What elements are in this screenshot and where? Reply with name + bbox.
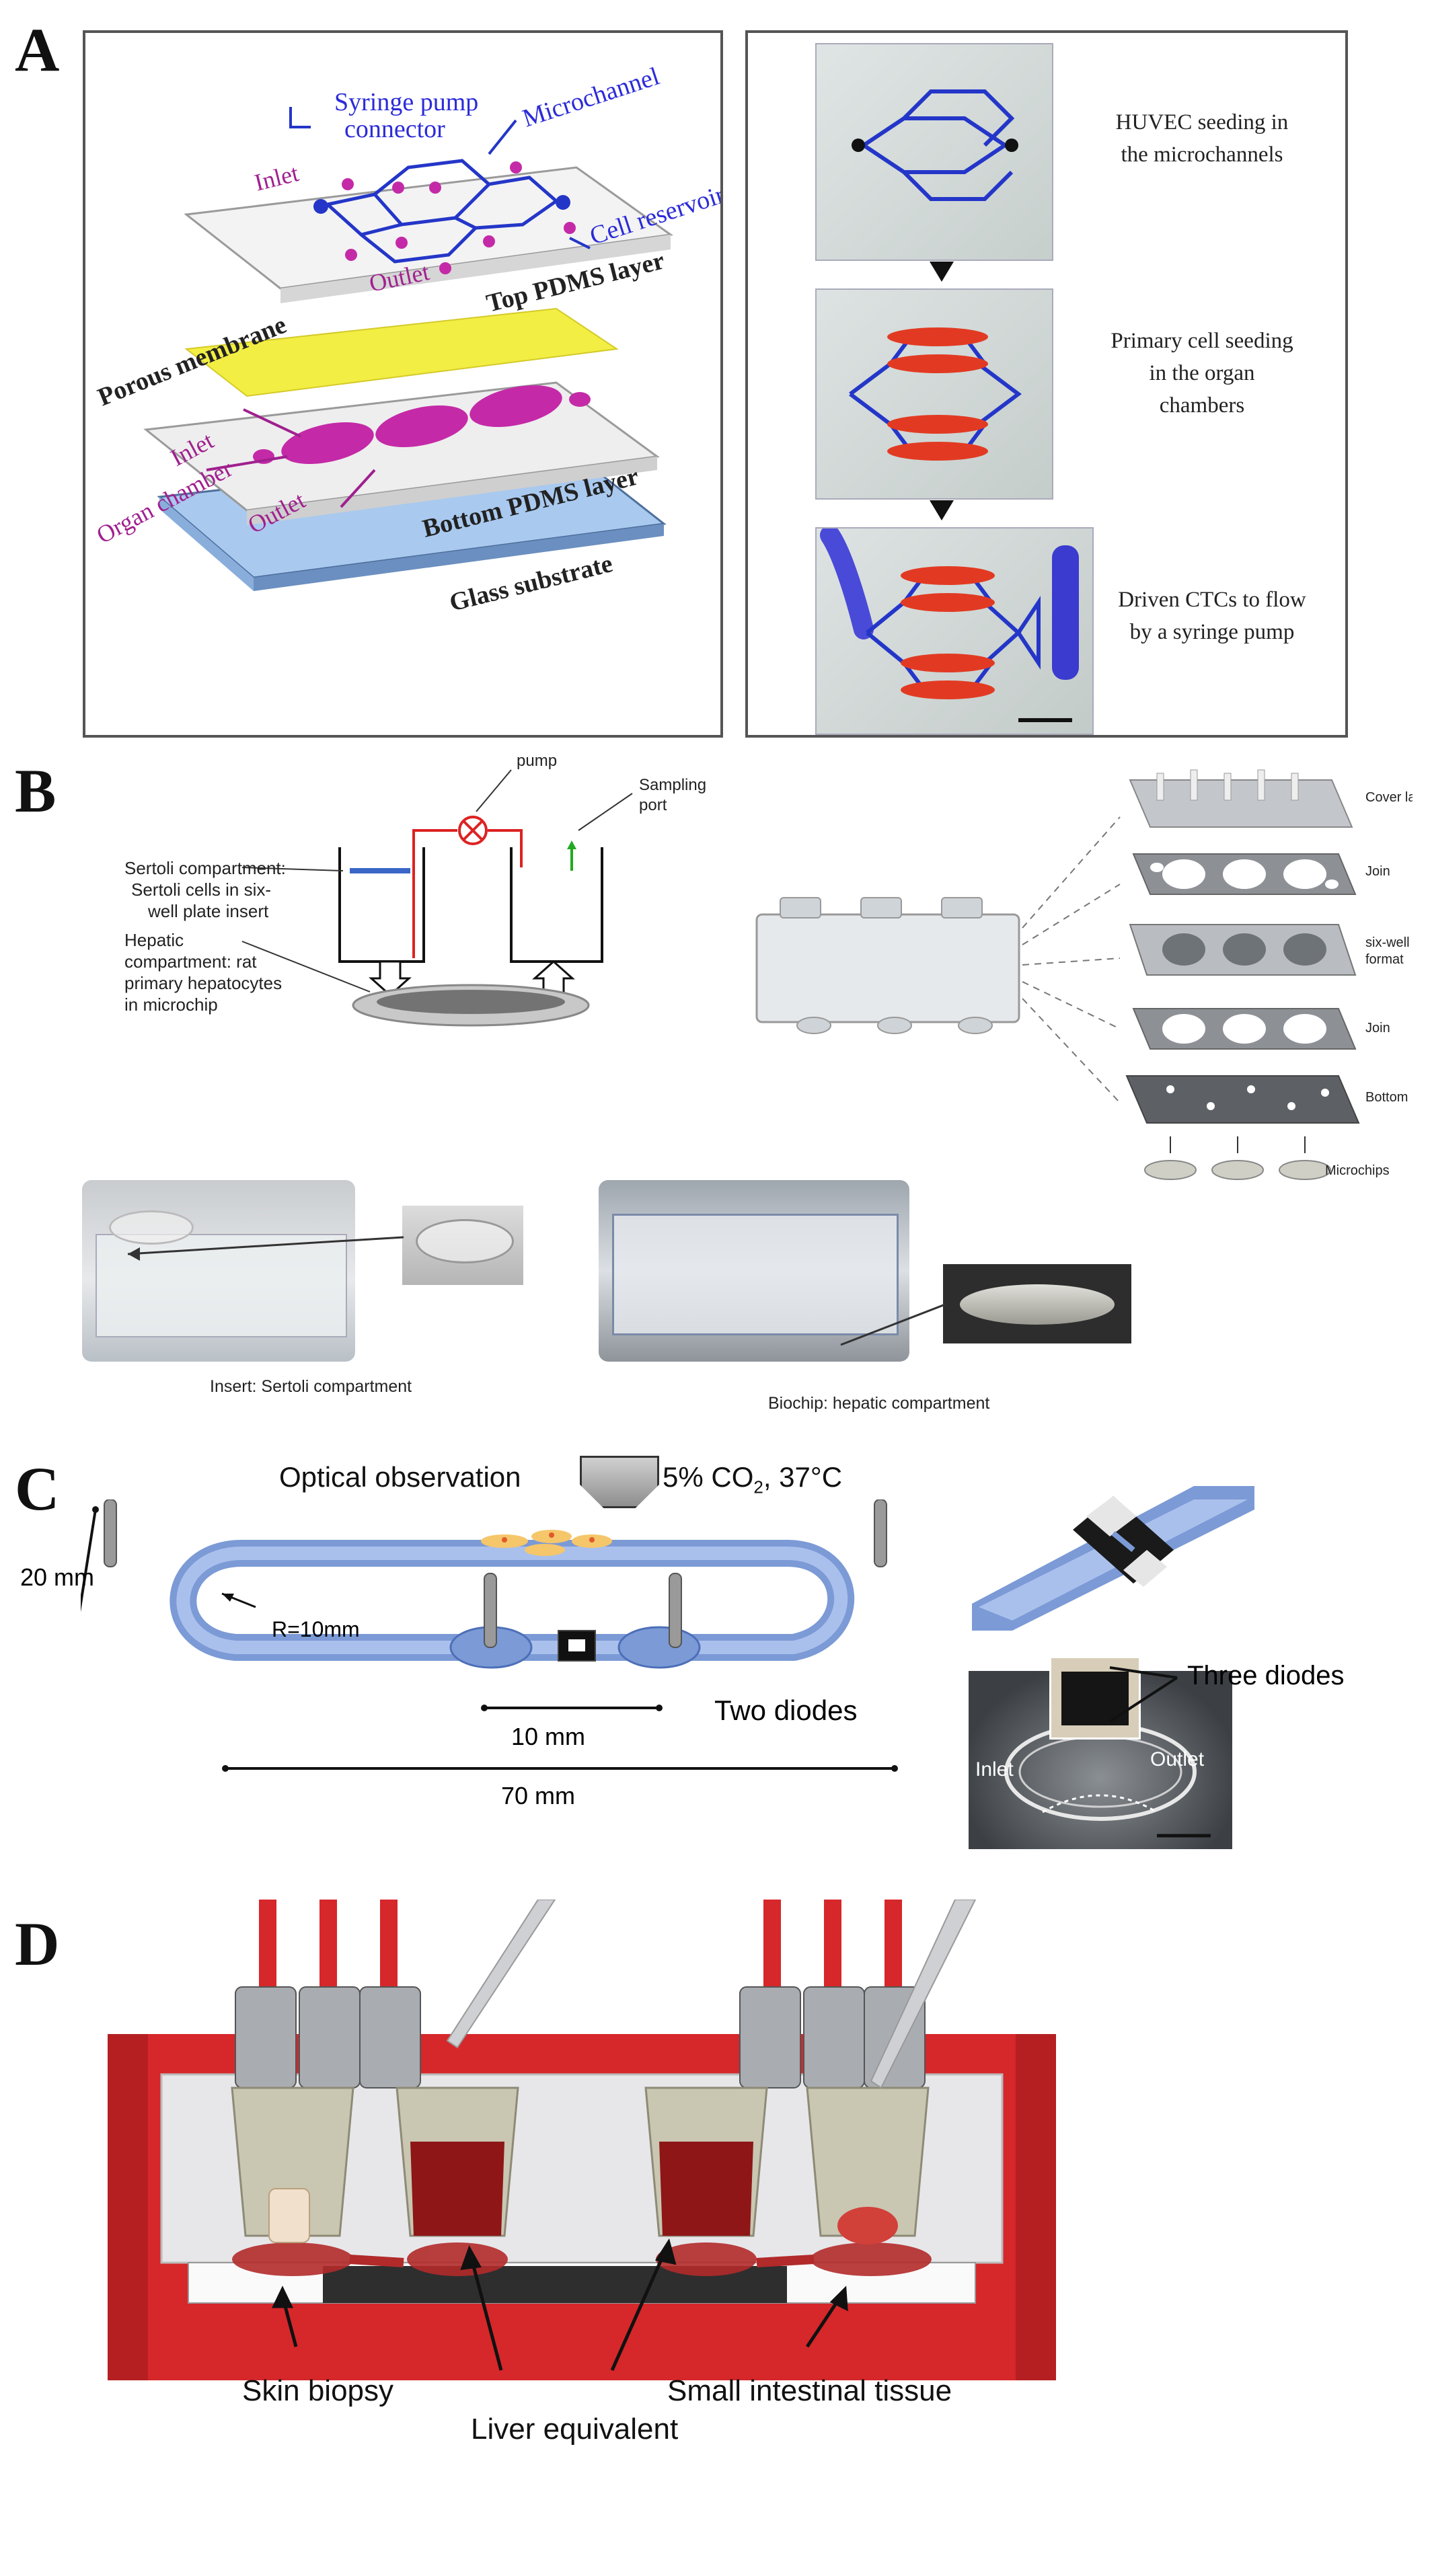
panel-d-multiorgan-chip: [108, 1900, 1056, 2380]
label-70mm: 70 mm: [501, 1782, 576, 1809]
label-chip-outlet: Outlet: [1150, 1748, 1205, 1770]
caption-biochip: Biochip: hepatic compartment: [768, 1394, 990, 1413]
label-microchannel: Microchannel: [519, 62, 663, 132]
intestinal-tissue: [837, 2207, 898, 2245]
label-two-diodes: Two diodes: [714, 1694, 858, 1726]
label-hepatic-2: compartment: rat: [124, 951, 257, 972]
panel-letter-b: B: [15, 756, 57, 825]
six-well-box: [1129, 924, 1357, 976]
label-20mm: 20 mm: [20, 1563, 95, 1591]
photo-insert-closeup: [402, 1206, 523, 1285]
label-sertoli-2: Sertoli cells in six-: [131, 880, 271, 900]
caption-insert: Insert: Sertoli compartment: [210, 1377, 412, 1396]
label-syringe-connector: connector: [344, 115, 445, 143]
chip-photo-huvec: [815, 43, 1053, 261]
panel-letter-d: D: [15, 1910, 60, 1978]
cover-layer: [1129, 769, 1353, 828]
chip-photo-primary-cells: [815, 288, 1053, 500]
chip-channels-blue: [852, 89, 1018, 201]
bottom-layer: [1125, 1075, 1360, 1124]
label-hepatic-3: primary hepatocytes: [124, 973, 282, 993]
label-small-intestinal-tissue: Small intestinal tissue: [667, 2374, 952, 2407]
label-chip-inlet: Inlet: [975, 1758, 1014, 1781]
panel-letter-a: A: [15, 15, 60, 84]
label-radius: R=10mm: [272, 1617, 360, 1641]
panel-b-assembly: Cover layer Join six-well box format Joi…: [755, 769, 1413, 1180]
label-skin-biopsy: Skin biopsy: [242, 2374, 394, 2407]
label-syringe-pump: Syringe pump: [334, 88, 478, 116]
label-pump: pump: [517, 752, 557, 770]
panel-a-exploded-view: Syringe pump connector Microchannel Inle…: [83, 30, 723, 738]
porous-membrane: [184, 307, 619, 397]
label-six-well: six-well box: [1365, 935, 1413, 950]
exploded-layer-diagram: Syringe pump connector Microchannel Inle…: [92, 62, 720, 617]
label-liver-equivalent: Liver equivalent: [471, 2413, 679, 2446]
panel-b-schematic: pump Sampling port Sertoli compartment: …: [124, 752, 706, 1027]
label-cover-layer: Cover layer: [1365, 790, 1413, 805]
label-join-2: Join: [1365, 1021, 1390, 1036]
microchannel-network: [326, 159, 558, 264]
join-layer-top: [1132, 853, 1357, 895]
step-arrow-1: [930, 262, 954, 282]
photo-biochip-closeup: [943, 1264, 1131, 1343]
label-sertoli-3: well plate insert: [147, 901, 269, 921]
photo-biochip-device: [599, 1180, 909, 1362]
label-optical-observation: Optical observation: [279, 1461, 521, 1493]
label-hepatic-1: Hepatic: [124, 930, 184, 950]
panel-c-diode-closeup: [972, 1486, 1254, 1631]
biochip-pointer: [840, 1303, 946, 1346]
label-inlet-top: Inlet: [252, 159, 301, 196]
label-co2-temp: 5% CO2, 37°C: [663, 1461, 843, 1497]
chip-channels-red-blue: [849, 327, 1022, 461]
diode-block-render: [1073, 1496, 1174, 1587]
insert-pointer: [127, 1236, 404, 1261]
label-hepatic-4: in microchip: [124, 994, 218, 1015]
microchips: [1144, 1160, 1331, 1180]
label-format: format: [1365, 952, 1404, 967]
label-sampling: Sampling: [639, 776, 706, 794]
chip-syringe-flow: [820, 525, 1079, 722]
reservoir-right: [617, 1626, 701, 1669]
join-layer-bottom: [1132, 1008, 1357, 1050]
label-join-1: Join: [1365, 864, 1390, 879]
label-10mm: 10 mm: [511, 1723, 586, 1750]
three-diodes-pointer: [1108, 1666, 1178, 1723]
assembled-device: [755, 913, 1020, 1023]
label-sertoli-1: Sertoli compartment:: [124, 858, 286, 878]
chip-photo-ctc-flow: [815, 525, 1094, 735]
label-bottom-layer: Bottom layer: [1365, 1090, 1413, 1105]
panel-c-racetrack: [81, 1499, 898, 1772]
step-arrow-2: [930, 500, 954, 520]
label-three-diodes: Three diodes: [1187, 1661, 1345, 1690]
panel-letter-c: C: [15, 1454, 60, 1523]
skin-biopsy-tissue: [268, 2188, 310, 2243]
label-microchips: Microchips: [1325, 1163, 1390, 1178]
label-sampling-port: port: [639, 796, 667, 814]
